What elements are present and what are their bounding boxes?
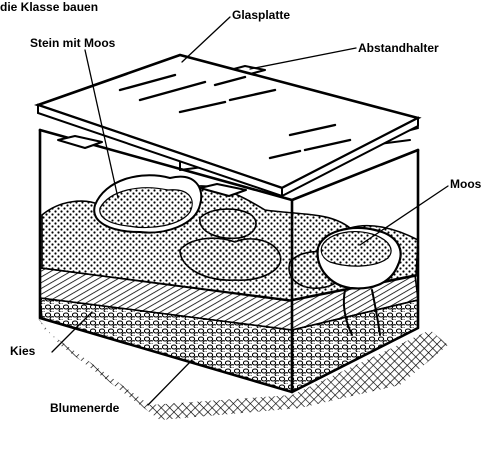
- header-text: die Klasse bauen: [0, 0, 98, 14]
- label-abstandhalter: Abstandhalter: [358, 41, 439, 55]
- label-kies: Kies: [10, 344, 36, 358]
- label-stein-mit-moos: Stein mit Moos: [30, 36, 116, 50]
- glass-plate: [38, 55, 418, 196]
- label-glasplatte: Glasplatte: [232, 8, 290, 22]
- label-blumenerde: Blumenerde: [50, 401, 120, 415]
- label-moos: Moos: [450, 177, 482, 191]
